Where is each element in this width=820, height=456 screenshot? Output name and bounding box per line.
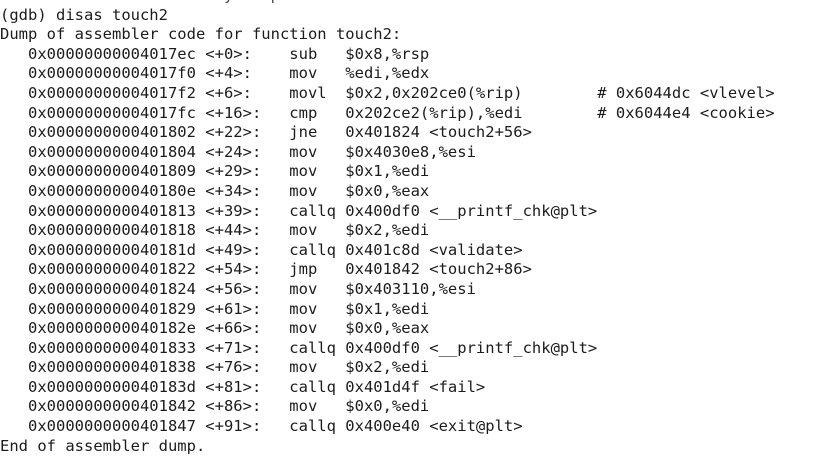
instruction-row: 0x0000000000401838 <+76>: mov $0x2,%edi	[0, 358, 430, 377]
instruction-row: 0x000000000040183d <+81>: callq 0x401d4f…	[0, 377, 486, 396]
disassembly-header-line: Dump of assembler code for function touc…	[0, 25, 402, 44]
instruction-row: 0x0000000000401809 <+29>: mov $0x1,%edi	[0, 162, 430, 181]
instruction-row: 0x00000000004017ec <+0>: sub $0x8,%rsp	[0, 44, 430, 63]
scrollback-clipped-line: y p	[0, 0, 820, 6]
instruction-row: 0x00000000004017fc <+16>: cmp 0x202ce2(%…	[0, 103, 775, 122]
instruction-row: 0x0000000000401813 <+39>: callq 0x400df0…	[0, 201, 598, 220]
gdb-prompt-line: (gdb) disas touch2	[0, 5, 168, 24]
disassembly-footer-line: End of assembler dump.	[0, 436, 206, 455]
instruction-row: 0x0000000000401818 <+44>: mov $0x2,%edi	[0, 221, 430, 240]
instruction-row: 0x000000000040182e <+66>: mov $0x0,%eax	[0, 319, 430, 338]
instruction-row: 0x0000000000401829 <+61>: mov $0x1,%edi	[0, 299, 430, 318]
instruction-list: 0x00000000004017ec <+0>: sub $0x8,%rsp 0…	[0, 45, 820, 437]
instruction-row: 0x0000000000401833 <+71>: callq 0x400df0…	[0, 338, 598, 357]
instruction-row: 0x0000000000401842 <+86>: mov $0x0,%edi	[0, 397, 430, 416]
instruction-row: 0x0000000000401824 <+56>: mov $0x403110,…	[0, 279, 476, 298]
instruction-row: 0x00000000004017f0 <+4>: mov %edi,%edx	[0, 64, 430, 83]
instruction-row: 0x00000000004017f2 <+6>: movl $0x2,0x202…	[0, 83, 775, 102]
instruction-row: 0x0000000000401804 <+24>: mov $0x4030e8,…	[0, 142, 476, 161]
instruction-row: 0x0000000000401822 <+54>: jmp 0x401842 <…	[0, 260, 532, 279]
instruction-row: 0x000000000040181d <+49>: callq 0x401c8d…	[0, 240, 523, 259]
instruction-row: 0x0000000000401802 <+22>: jne 0x401824 <…	[0, 123, 532, 142]
instruction-row: 0x0000000000401847 <+91>: callq 0x400e40…	[0, 417, 523, 436]
instruction-row: 0x000000000040180e <+34>: mov $0x0,%eax	[0, 181, 430, 200]
